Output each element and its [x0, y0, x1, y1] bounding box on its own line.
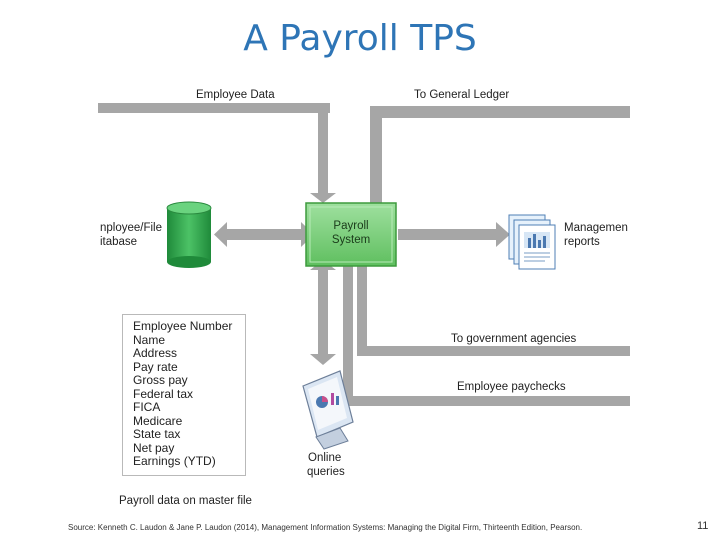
- employee-data-arrow: [98, 103, 336, 203]
- database-arrow: [214, 222, 314, 247]
- field-item: Net pay: [133, 440, 175, 455]
- management-arrow: [398, 222, 510, 247]
- field-item: Name: [133, 332, 166, 347]
- management-reports-icon: [508, 214, 556, 270]
- field-item: Employee Number: [133, 319, 233, 333]
- source-citation: Source: Kenneth C. Laudon & Jane P. Laud…: [68, 523, 583, 532]
- management-label-line1: Managemen: [564, 222, 628, 234]
- monitor-icon: [302, 370, 354, 450]
- master-file-fields: Employee Number Name Address Pay rate Gr…: [122, 314, 246, 476]
- payroll-label-line2: System: [331, 234, 371, 246]
- paychecks-arrow: [343, 264, 630, 406]
- general-ledger-label: To General Ledger: [414, 89, 510, 101]
- slide-title: A Payroll TPS: [243, 18, 477, 59]
- government-label: To government agencies: [451, 333, 577, 345]
- master-file-caption: Payroll data on master file: [119, 495, 252, 507]
- database-label-line1: nployee/File: [100, 222, 163, 234]
- employee-data-label: Employee Data: [196, 89, 275, 101]
- online-queries-arrow: [310, 260, 336, 365]
- payroll-label-line1: Payroll: [333, 220, 369, 232]
- field-item: Federal tax: [133, 386, 194, 401]
- field-item: State tax: [133, 427, 181, 441]
- database-label-line2: itabase: [100, 236, 138, 248]
- field-item: Gross pay: [133, 373, 188, 387]
- field-item: Pay rate: [133, 359, 178, 374]
- payroll-system-label: Payroll System: [306, 219, 396, 247]
- field-item: Earnings (YTD): [133, 454, 216, 468]
- general-ledger-arrow: [370, 106, 630, 205]
- online-queries-label-line2: queries: [307, 466, 345, 478]
- page-number: 11: [697, 520, 709, 532]
- government-arrow: [357, 264, 630, 356]
- management-label-line2: reports: [564, 236, 600, 248]
- online-queries-label-line1: Online: [308, 452, 342, 464]
- payroll-system-box: [305, 202, 397, 267]
- field-item: FICA: [133, 400, 161, 414]
- field-item: Medicare: [133, 413, 183, 428]
- paychecks-label: Employee paychecks: [457, 381, 566, 393]
- field-item: Address: [133, 346, 178, 360]
- database-cylinder-icon: [166, 201, 212, 268]
